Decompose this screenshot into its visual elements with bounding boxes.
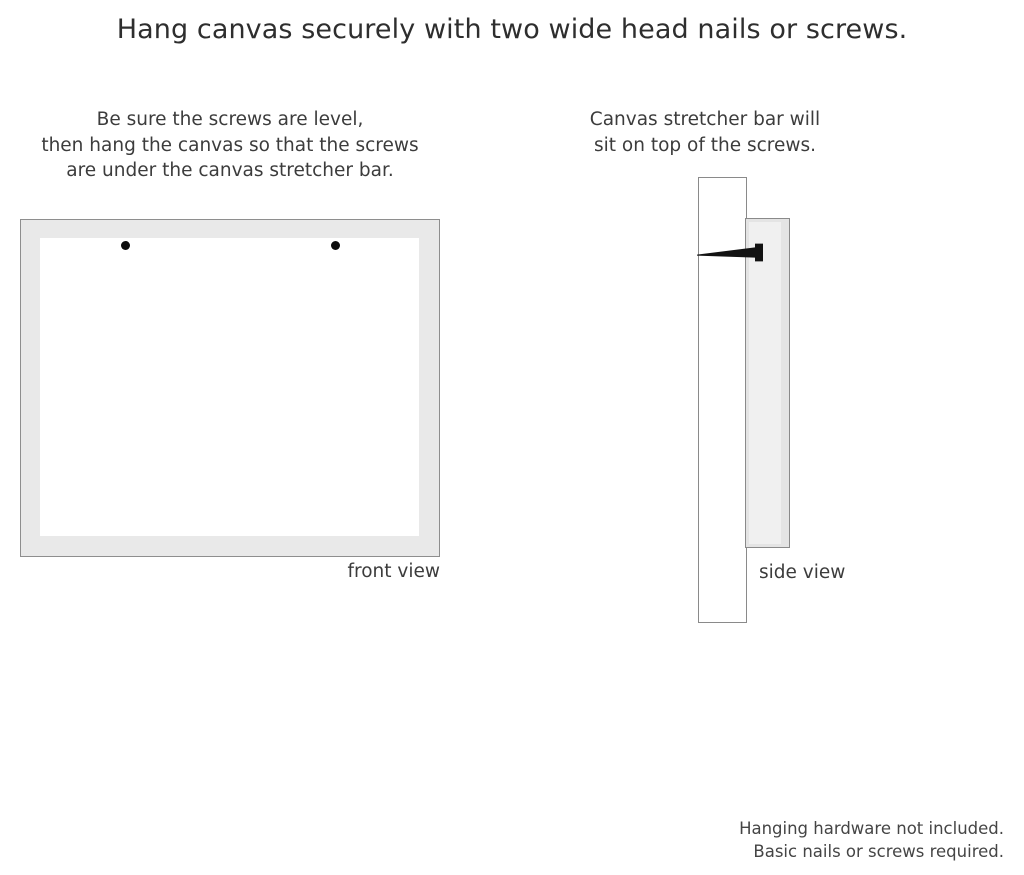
footer-note-line-2: Basic nails or screws required. xyxy=(753,841,1004,861)
side-view-caption-line-1: Canvas stretcher bar will xyxy=(589,109,821,130)
canvas-surface xyxy=(40,238,419,536)
footer-note-line-1: Hanging hardware not included. xyxy=(739,819,1004,838)
side-view-caption-line-2: sit on top of the screws. xyxy=(593,134,817,156)
stretcher-bar-inner xyxy=(749,222,781,544)
front-view-label: front view xyxy=(347,561,441,582)
stretcher-bar-profile xyxy=(745,218,790,548)
side-view-illustration xyxy=(690,170,890,640)
front-view-caption: Be sure the screws are level, then hang … xyxy=(20,107,440,184)
front-view-caption-line-1: Be sure the screws are level, xyxy=(96,109,364,130)
left-screw-head-icon xyxy=(121,241,130,250)
page-title: Hang canvas securely with two wide head … xyxy=(116,14,908,45)
side-view-caption: Canvas stretcher bar will sit on top of … xyxy=(560,107,850,158)
front-view-caption-line-2: then hang the canvas so that the screws xyxy=(41,134,419,156)
front-view-illustration xyxy=(20,219,440,557)
side-view-label: side view xyxy=(759,562,846,583)
footer-note: Hanging hardware not included. Basic nai… xyxy=(739,818,1004,863)
front-view-caption-line-3: are under the canvas stretcher bar. xyxy=(66,160,394,181)
right-screw-head-icon xyxy=(331,241,340,250)
screw-side-icon xyxy=(697,242,773,264)
